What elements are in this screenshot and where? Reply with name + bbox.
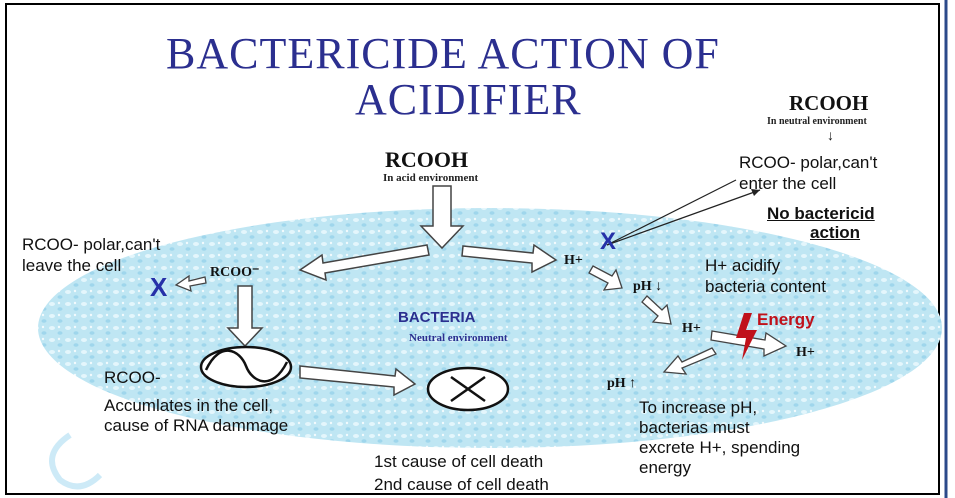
polar-cant-leave-line-2: leave the cell [22, 256, 122, 275]
increase-ph-line-2: bacterias must [639, 418, 750, 437]
arrow-to-cell-death [299, 365, 417, 397]
h-plus-label-1: H+ [564, 253, 583, 268]
h-acidify-line-1: H+ acidify [705, 256, 781, 275]
increase-ph-line-1: To increase pH, [639, 398, 758, 417]
increase-ph-line-3: excrete H+, spending [639, 438, 801, 457]
neutral-environment-label: In neutral environment [767, 116, 867, 127]
no-bactericid-line-1: No bactericid [767, 204, 875, 223]
bacteria-cell [38, 208, 942, 448]
down-arrow-glyph: ↓ [827, 127, 834, 143]
h-plus-label-3: H+ [796, 345, 815, 360]
frame-border [5, 3, 940, 495]
accumulates-line-1: Accumlates in the cell, [104, 396, 274, 415]
h-plus-label-2: H+ [682, 321, 701, 336]
first-cause-label: 1st cause of cell death [374, 452, 544, 471]
no-bactericid-line-2: action [810, 223, 861, 242]
arrow-to-rcoo [298, 244, 430, 282]
pointer-line-1 [606, 179, 737, 246]
increase-ph-line-4: energy [639, 458, 691, 477]
acid-environment-label: In acid environment [383, 172, 479, 184]
ph-down-label: pH ↓ [633, 279, 663, 294]
arrow-down-center [419, 185, 465, 250]
ph-up-label: pH ↑ [607, 376, 637, 391]
arrow-rcoo-down [226, 285, 264, 348]
arrow-to-h-plus [461, 243, 558, 274]
arrow-ph-to-h [641, 295, 672, 325]
energy-label: Energy [757, 310, 815, 329]
second-cause-label: 2nd cause of cell death [374, 475, 549, 494]
h-acidify-line-2: bacteria content [705, 277, 826, 296]
title-line-2: ACIDIFIER [355, 75, 582, 124]
title-line-1: BACTERICIDE ACTION OF [166, 29, 720, 78]
pointer-line-2 [606, 189, 761, 246]
watermark-logo [49, 432, 103, 490]
energy-bolt-icon [736, 313, 757, 360]
bacteria-label: BACTERIA [398, 309, 476, 326]
arrow-rcoo-left [174, 274, 207, 293]
bacteria-environment-label: Neutral environment [409, 332, 508, 344]
polar-cant-enter-line-2: enter the cell [739, 174, 837, 193]
arrow-to-ph-up [662, 347, 717, 375]
rcooh-neutral-label: RCOOH [789, 91, 869, 115]
rcoo-bottom-label: RCOO- [104, 368, 161, 387]
arrow-h-to-ph [588, 265, 623, 291]
blocked-x-right: X [600, 228, 617, 255]
accumulates-line-2: cause of RNA dammage [104, 416, 289, 435]
rcoo-minus-label: RCOO⁻ [210, 265, 260, 280]
polar-cant-leave-line-1: RCOO- polar,can't [22, 235, 161, 254]
blocked-x-left: X [150, 272, 168, 302]
polar-cant-enter-line-1: RCOO- polar,can't [739, 153, 878, 172]
rcooh-acid-label: RCOOH [385, 147, 469, 172]
